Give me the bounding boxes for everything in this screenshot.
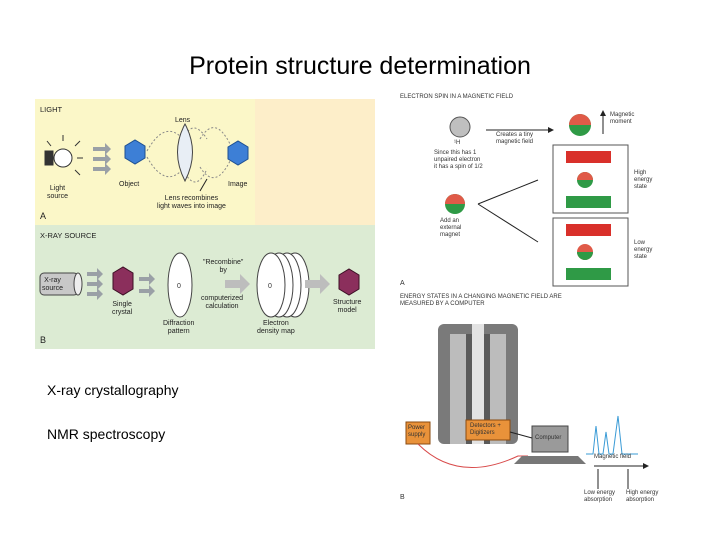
power-label: Power supply [408,425,426,438]
crystal-label: Single crystal [112,301,133,316]
computer-label: Computer [535,435,562,441]
svg-text:0: 0 [177,283,181,290]
panel-b-letter: B [40,335,47,345]
since-label: Since this has 1 unpaired electron it ha… [434,150,483,170]
high-abs-label: High energy absorption [626,490,659,503]
xray-source-label: X-ray source [42,277,64,292]
nmr-figure: ENERGY STATES IN A CHANGING MAGNETIC FIE… [398,294,698,509]
field-label: Magnetic field [594,454,632,460]
spin-header: ELECTRON SPIN IN A MAGNETIC FIELD [400,94,514,100]
light-panel: LIGHT Lens Light source Object Image L [35,99,375,225]
nmr-header: ENERGY STATES IN A CHANGING MAGNETIC FIE… [400,294,562,307]
diffraction-label: Diffraction pattern [163,320,195,335]
light-source-label: Light source [47,185,69,200]
bullet-nmr: NMR spectroscopy [47,426,166,442]
object-label: Object [119,181,140,188]
detectors-label: Detectors + Digitizers [470,423,501,436]
slide-title: Protein structure determination [189,52,531,80]
low-abs-label: Low energy absorption [584,490,616,503]
svg-text:0: 0 [268,283,272,290]
light-header: LIGHT [40,105,63,114]
moment-label: Magnetic moment [610,112,635,125]
add-magnet-label: Add an external magnet [440,218,462,238]
right-panel-b-letter: B [400,494,405,501]
h1-label: ¹H [454,140,461,146]
light-diagram [44,122,249,192]
image-label: Image [228,181,248,188]
computerized-label: computerized calculation [201,295,244,310]
panel-a-letter: A [40,211,47,221]
density-label: Electron density map [257,320,295,335]
creates-label: Creates a tiny magnetic field [496,132,534,145]
high-state-label: High energy state [634,170,653,190]
xray-panel: X-RAY SOURCE 0 0 X-ray source Single cry… [35,225,375,349]
spin-figure: ELECTRON SPIN IN A MAGNETIC FIELD ¹H Cre… [398,92,698,292]
xray-diagram: 0 0 [39,252,360,318]
lens-label: Lens [175,117,191,124]
recombine-label: Lens recombines light waves into image [157,195,226,210]
right-panel-a-letter: A [400,280,405,287]
recombine-by-label: "Recombine" by [203,259,244,274]
bullet-xray: X-ray crystallography [47,382,179,398]
xray-header: X-RAY SOURCE [40,231,97,240]
low-state-label: Low energy state [634,240,653,260]
model-label: Structure model [333,299,362,314]
